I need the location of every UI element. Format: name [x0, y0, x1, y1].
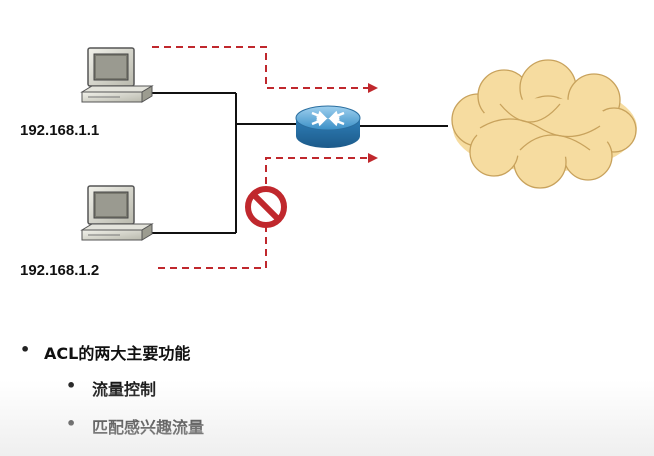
host-1-ip: 192.168.1.1: [20, 122, 100, 139]
computer-icon: [80, 47, 154, 103]
router-icon: [295, 105, 361, 148]
arrowheads: [368, 83, 378, 163]
cloud-icon: [451, 59, 637, 189]
host-2-ip: 192.168.1.2: [20, 262, 100, 279]
computer-icon: [80, 185, 154, 241]
network-links: [150, 92, 448, 234]
traffic-paths: [152, 46, 368, 269]
prohibited-icon: [245, 186, 287, 228]
